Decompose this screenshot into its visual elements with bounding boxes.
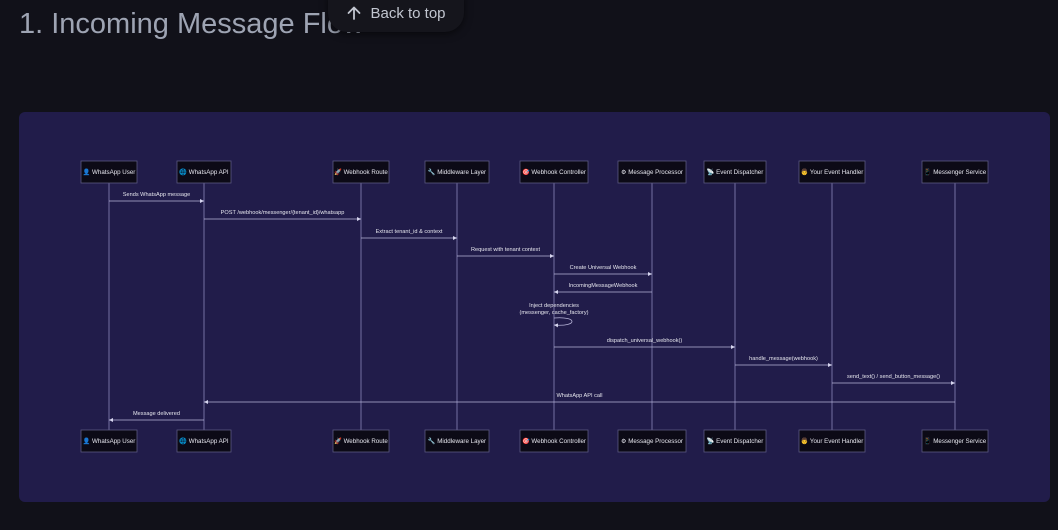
participant-box-top-6 (703, 160, 767, 184)
message-label-8-0: handle_message(webhook) (749, 356, 818, 362)
participant-label-bottom-0: 👤 WhatsApp User (83, 437, 136, 445)
participant-box-bottom-4 (519, 429, 589, 453)
message-label-9-0: send_text() / send_button_message() (847, 374, 940, 380)
participant-label-top-8: 📱 Messenger Service (924, 168, 987, 176)
arrow-up-icon (348, 6, 361, 20)
participant-box-bottom-2 (332, 429, 390, 453)
participant-box-bottom-6 (703, 429, 767, 453)
participant-label-top-0: 👤 WhatsApp User (83, 168, 136, 176)
participant-box-top-8 (921, 160, 989, 184)
page-title: 1. Incoming Message Flow (19, 8, 364, 40)
message-label-3-0: Request with tenant context (471, 247, 540, 253)
participant-box-bottom-1 (176, 429, 232, 453)
message-label-6-0: Inject dependencies (529, 303, 579, 309)
participant-box-bottom-0 (80, 429, 138, 453)
sequence-diagram: 👤 WhatsApp User 👤 WhatsApp User 🌐 WhatsApp… (19, 112, 1050, 502)
participant-label-top-7: 👨 Your Event Handler (801, 168, 864, 176)
participant-box-top-5 (617, 160, 687, 184)
message-label-4-0: Create Universal Webhook (570, 265, 637, 271)
participant-box-top-1 (176, 160, 232, 184)
message-label-6-1: (messenger, cache_factory) (519, 310, 588, 316)
message-label-11-0: Message delivered (133, 411, 180, 417)
participant-box-bottom-5 (617, 429, 687, 453)
participant-label-top-5: ⚙ Message Processor (621, 169, 683, 176)
message-arrow-6 (553, 317, 573, 328)
participant-box-bottom-7 (798, 429, 866, 453)
participant-label-top-2: 🚀 Webhook Route (334, 168, 388, 176)
participant-label-top-3: 🔧 Middleware Layer (428, 168, 486, 176)
participant-label-bottom-5: ⚙ Message Processor (621, 438, 683, 445)
message-label-10-0: WhatsApp API call (556, 393, 602, 399)
participant-label-top-6: 📡 Event Dispatcher (707, 167, 764, 176)
participant-label-bottom-4: 🎯 Webhook Controller (522, 437, 586, 445)
sequence-diagram-canvas: 👤 WhatsApp User 👤 WhatsApp User 🌐 WhatsApp… (80, 160, 989, 453)
participant-label-bottom-7: 👨 Your Event Handler (801, 437, 864, 445)
participant-label-top-1: 🌐 WhatsApp API (179, 168, 229, 176)
participant-box-top-7 (798, 160, 866, 184)
participant-box-top-0 (80, 160, 138, 184)
participant-label-bottom-3: 🔧 Middleware Layer (428, 437, 486, 445)
back-to-top-button[interactable]: Back to top (328, 0, 464, 32)
participant-label-top-4: 🎯 Webhook Controller (522, 168, 586, 176)
message-label-2-0: Extract tenant_id & context (376, 229, 443, 235)
participant-box-bottom-3 (424, 429, 490, 453)
back-to-top-label: Back to top (370, 4, 446, 22)
participant-label-bottom-1: 🌐 WhatsApp API (179, 437, 229, 445)
participant-box-top-2 (332, 160, 390, 184)
participant-box-top-3 (424, 160, 490, 184)
participant-label-bottom-8: 📱 Messenger Service (924, 437, 987, 445)
message-label-7-0: dispatch_universal_webhook() (607, 338, 683, 344)
participant-box-top-4 (519, 160, 589, 184)
message-label-0-0: Sends WhatsApp message (123, 192, 190, 198)
participant-label-bottom-6: 📡 Event Dispatcher (707, 436, 764, 445)
message-label-5-0: IncomingMessageWebhook (569, 283, 638, 289)
participant-box-bottom-8 (921, 429, 989, 453)
message-label-1-0: POST /webhook/messenger/{tenant_id}/what… (221, 210, 345, 216)
participant-label-bottom-2: 🚀 Webhook Route (334, 437, 388, 445)
